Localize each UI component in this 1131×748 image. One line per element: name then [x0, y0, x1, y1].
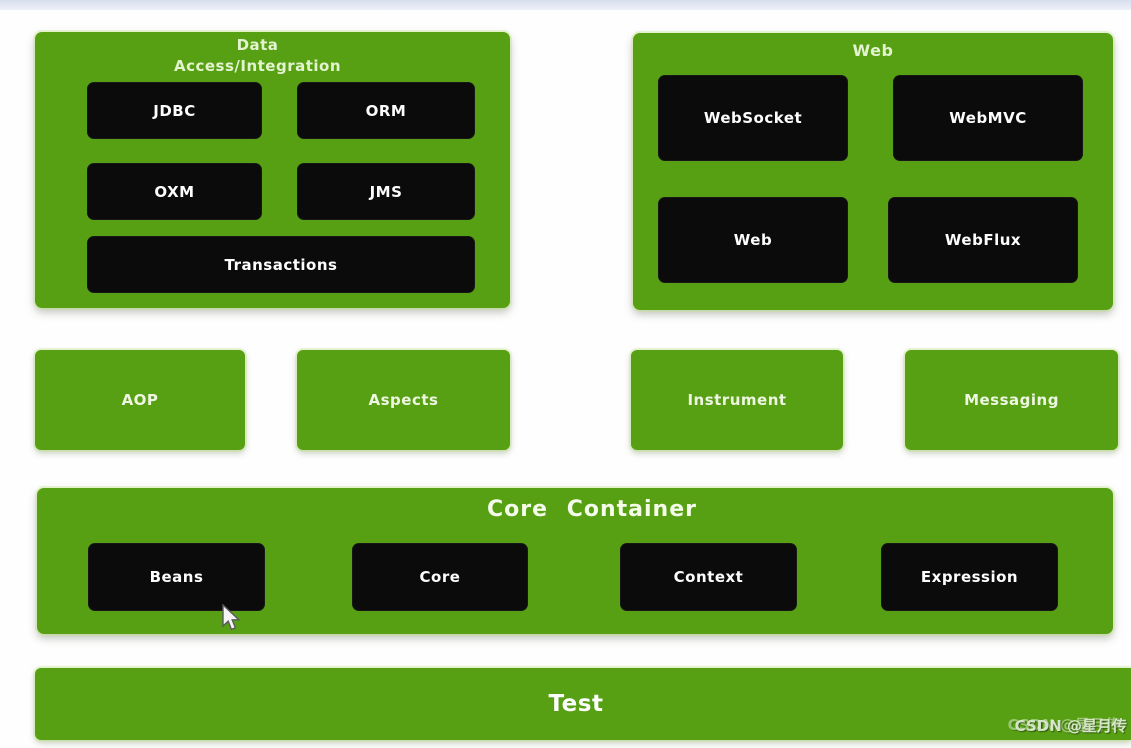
module-instrument: Instrument: [631, 350, 843, 450]
module-expression: Expression: [881, 543, 1058, 611]
panel-core-container: Core Container Beans Core Context Expres…: [37, 488, 1113, 634]
panel-test: Test: [35, 668, 1131, 740]
data-access-title-line1: Data: [236, 36, 279, 54]
module-messaging: Messaging: [905, 350, 1118, 450]
module-beans: Beans: [88, 543, 265, 611]
csdn-watermark: CSDN @星月传 CSDN @星月传: [899, 714, 1129, 740]
panel-title-core-container: Core Container: [487, 497, 697, 522]
module-oxm: OXM: [87, 163, 262, 220]
cursor-arrow-icon: [222, 604, 241, 631]
module-aspects: Aspects: [297, 350, 510, 450]
module-webflux: WebFlux: [888, 197, 1078, 283]
module-web: Web: [658, 197, 848, 283]
module-aop: AOP: [35, 350, 245, 450]
module-context: Context: [620, 543, 797, 611]
module-core: Core: [352, 543, 528, 611]
module-websocket: WebSocket: [658, 75, 848, 161]
module-transactions: Transactions: [87, 236, 475, 293]
csdn-watermark-ghost-text: CSDN @星月传: [1007, 716, 1120, 734]
module-jdbc: JDBC: [87, 82, 262, 139]
csdn-watermark-text: CSDN @星月传: [1014, 717, 1127, 735]
module-webmvc: WebMVC: [893, 75, 1083, 161]
panel-title-web: Web: [852, 41, 894, 60]
panel-title-data-access: Data Access/Integration: [35, 32, 510, 77]
test-title: Test: [548, 691, 604, 717]
top-edge-strip: [0, 0, 1131, 10]
module-jms: JMS: [297, 163, 475, 220]
panel-web: Web WebSocket WebMVC Web WebFlux: [633, 33, 1113, 310]
module-orm: ORM: [297, 82, 475, 139]
data-access-title-line2: Access/Integration: [173, 57, 342, 75]
panel-data-access-integration: Data Access/Integration JDBC ORM OXM JMS…: [35, 32, 510, 308]
